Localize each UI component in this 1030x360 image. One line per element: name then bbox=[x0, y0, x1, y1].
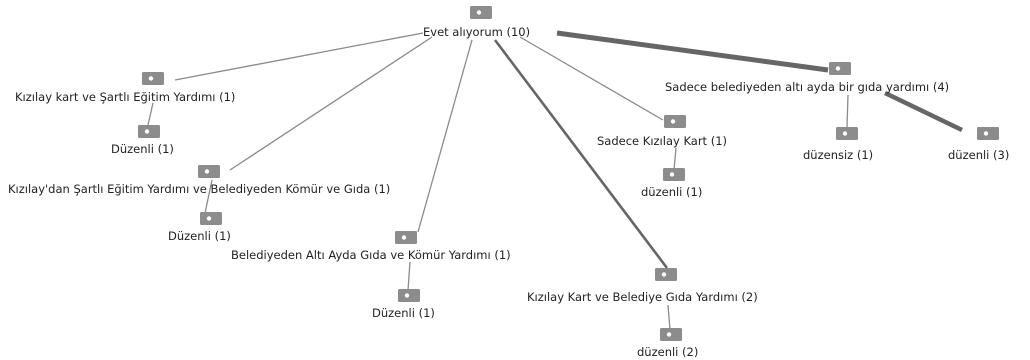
node-n2[interactable]: Kızılay'dan Şartlı Eğitim Yardımı ve Bel… bbox=[8, 182, 391, 196]
tag-icon bbox=[200, 212, 222, 225]
edge-root-n6 bbox=[556, 30, 829, 73]
edge-root-n2 bbox=[229, 36, 433, 171]
edge-root-n3 bbox=[417, 39, 473, 233]
tag-icon bbox=[198, 165, 220, 178]
node-n4-child[interactable]: düzenli (2) bbox=[637, 345, 699, 359]
tag-icon bbox=[395, 231, 417, 244]
edge-n3-n3c bbox=[407, 261, 411, 291]
node-n6-child-b[interactable]: düzenli (3) bbox=[948, 148, 1010, 162]
tag-icon bbox=[663, 168, 685, 181]
tag-icon bbox=[142, 72, 164, 85]
tag-icon bbox=[470, 6, 492, 19]
tag-icon bbox=[398, 289, 420, 302]
node-n5-child[interactable]: düzenli (1) bbox=[641, 185, 703, 199]
tag-icon bbox=[660, 328, 682, 341]
tag-icon bbox=[836, 127, 858, 140]
edge-root-n4 bbox=[493, 39, 669, 269]
edge-n6-n6a bbox=[846, 94, 849, 128]
node-n2-child[interactable]: Düzenli (1) bbox=[168, 229, 231, 243]
edge-n1-n1c bbox=[147, 102, 154, 126]
edge-root-n1 bbox=[174, 32, 424, 81]
edge-n5-n5c bbox=[673, 147, 677, 171]
node-n5[interactable]: Sadece Kızılay Kart (1) bbox=[597, 134, 728, 148]
edge-n4-n4c bbox=[667, 304, 671, 331]
node-n3-child[interactable]: Düzenli (1) bbox=[372, 306, 435, 320]
edge-root-n5 bbox=[519, 36, 664, 121]
node-n4[interactable]: Kızılay Kart ve Belediye Gıda Yardımı (2… bbox=[527, 290, 758, 304]
node-n6-child-a[interactable]: düzensiz (1) bbox=[803, 148, 874, 162]
edge-n2-n2c bbox=[204, 179, 213, 214]
node-n1-child[interactable]: Düzenli (1) bbox=[111, 142, 174, 156]
tag-icon bbox=[829, 62, 851, 75]
node-n6[interactable]: Sadece belediyeden altı ayda bir gıda ya… bbox=[665, 80, 950, 94]
node-root[interactable]: Evet alıyorum (10) bbox=[423, 25, 531, 39]
tag-icon bbox=[655, 268, 677, 281]
node-n3[interactable]: Belediyeden Altı Ayda Gıda ve Kömür Yard… bbox=[231, 248, 511, 262]
tag-icon bbox=[664, 115, 686, 128]
tag-icon bbox=[138, 125, 160, 138]
node-n1[interactable]: Kızılay kart ve Şartlı Eğitim Yardımı (1… bbox=[15, 90, 236, 104]
tag-icon bbox=[977, 127, 999, 140]
edge-n6-n6b bbox=[884, 90, 963, 133]
